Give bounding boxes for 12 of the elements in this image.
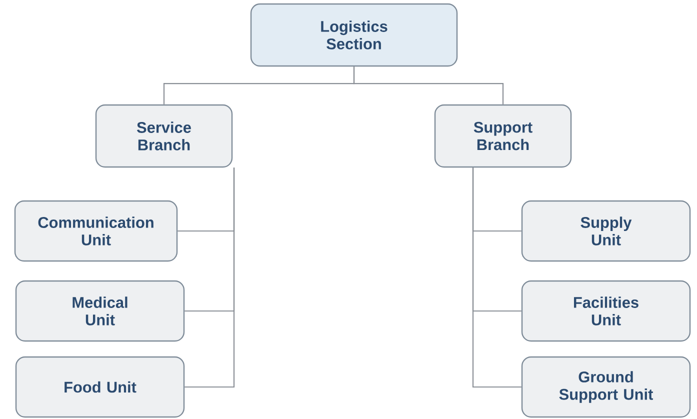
unit-box: Facilities Unit	[521, 280, 691, 342]
unit-box: Ground Support Unit	[521, 356, 691, 418]
unit-box: Supply Unit	[521, 200, 691, 262]
connector-line	[184, 168, 235, 388]
unit-box: Communication Unit	[14, 200, 178, 262]
branch-box: Support Branch	[434, 104, 572, 168]
unit-box: Food Unit	[15, 356, 185, 418]
branch-box: Service Branch	[95, 104, 233, 168]
connector-line	[472, 168, 522, 388]
unit-box: Medical Unit	[15, 280, 185, 342]
section-box: Logistics Section	[250, 3, 458, 67]
connector-line	[353, 66, 504, 104]
